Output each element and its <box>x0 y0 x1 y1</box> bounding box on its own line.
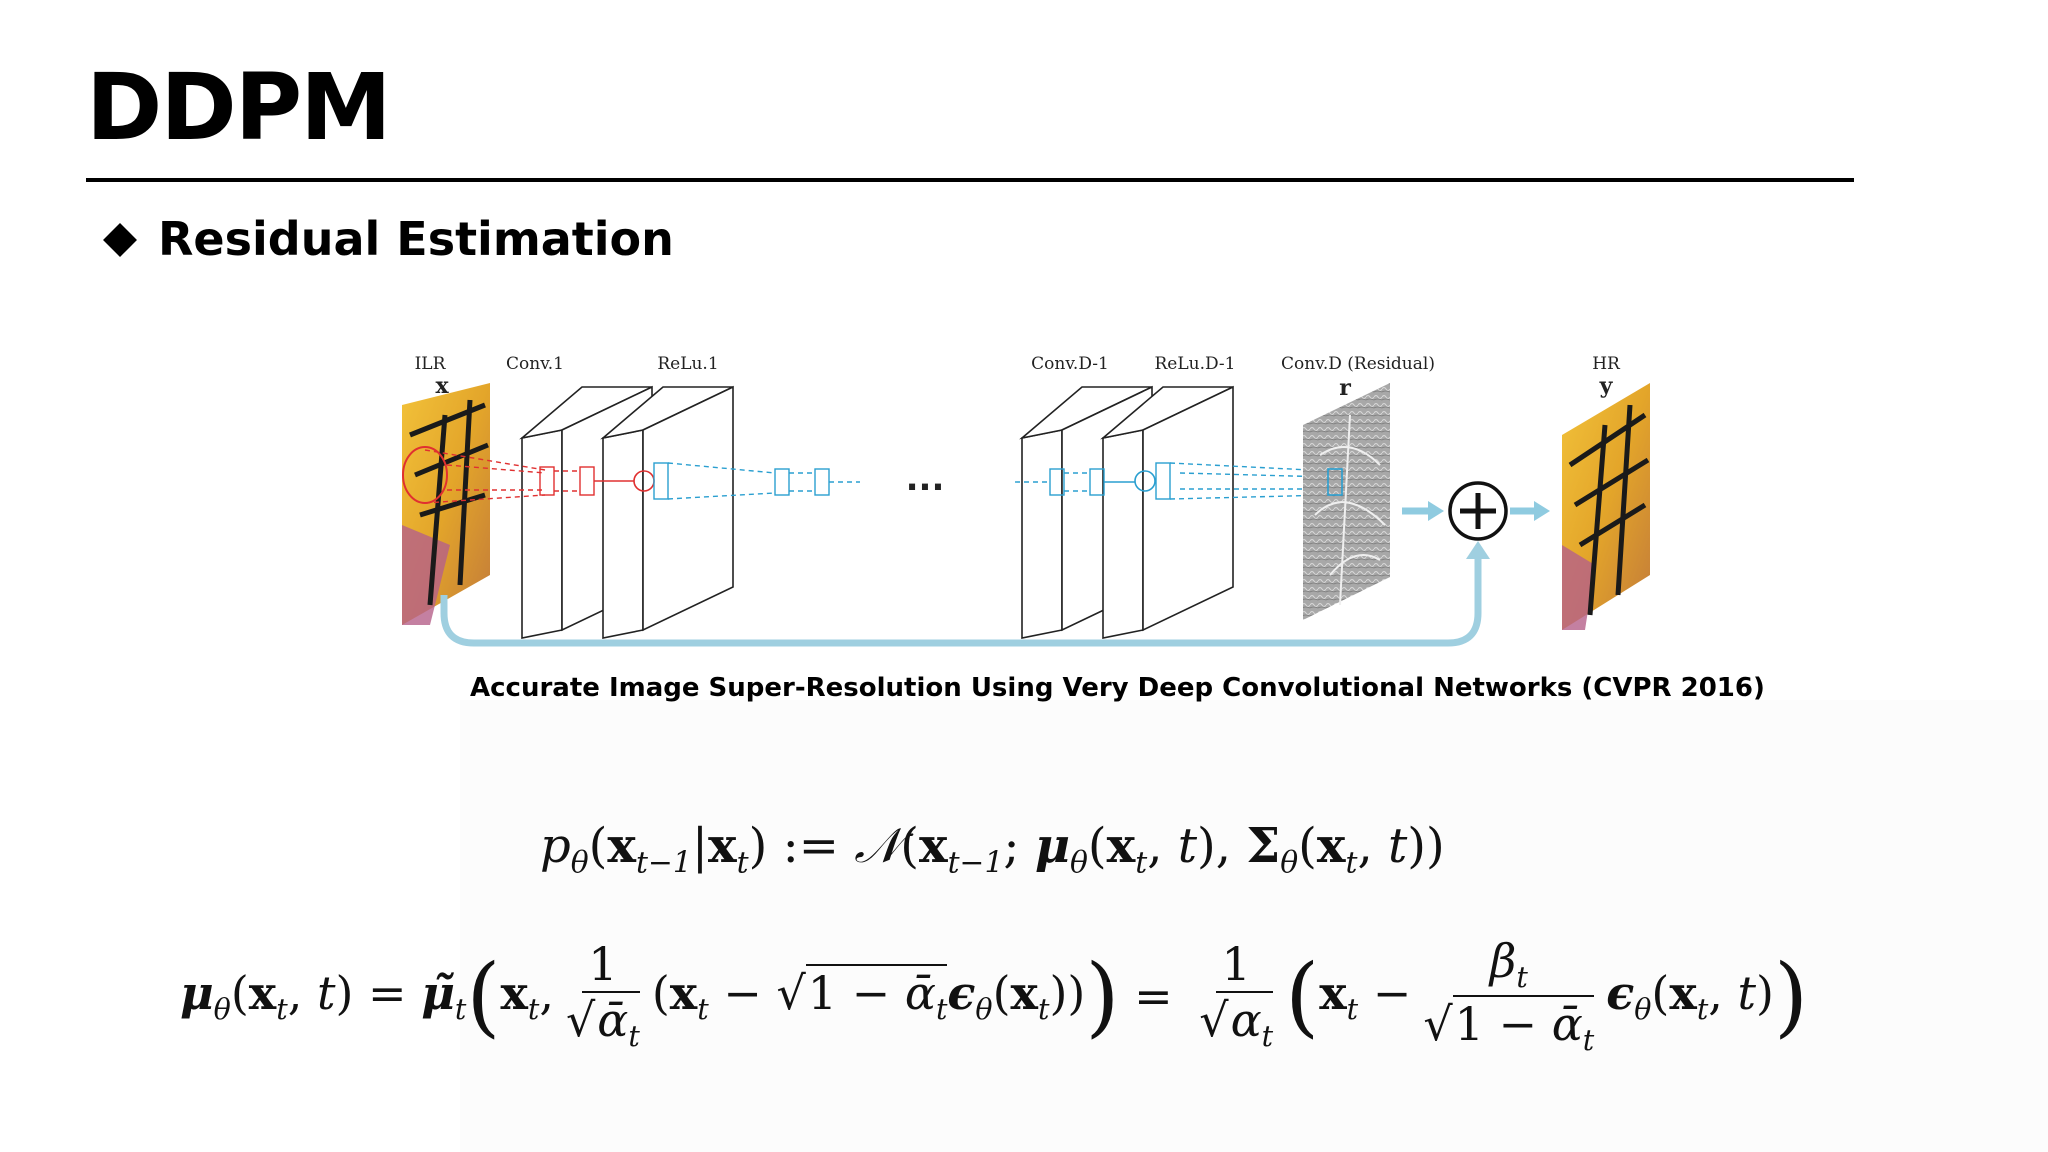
label-ilr: ILR <box>415 354 447 374</box>
relu1-feature-projection <box>653 462 860 500</box>
label-var-r: r <box>1339 375 1351 401</box>
relud1-activation-node <box>1134 470 1156 492</box>
figure-caption: Accurate Image Super-Resolution Using Ve… <box>470 673 1765 703</box>
section-heading: Residual Estimation <box>158 212 674 266</box>
residual-image <box>1303 383 1390 620</box>
formula-background-panel <box>460 700 2048 1152</box>
relu1-layer <box>600 385 734 639</box>
label-relu1: ReLu.1 <box>657 354 718 374</box>
equation-mean-parameterization: μθ(xt, t) = μ̃t ( xt, 1√ᾱt (xt − √1 − ᾱt… <box>180 934 1809 1057</box>
conv1-receptive-field <box>424 449 595 504</box>
diamond-bullet-icon <box>103 223 137 257</box>
residual-to-sum-arrow <box>1402 501 1444 521</box>
input-image-ilr <box>402 383 490 625</box>
layers-ellipsis: ... <box>906 459 945 499</box>
slide-title: DDPM <box>86 54 392 161</box>
skip-connection-arrow <box>440 541 1490 647</box>
vdsr-network-diagram: ILR x Conv.1 ReLu.1 Conv.D-1 ReLu.D-1 Co… <box>402 354 1650 647</box>
sum-node <box>1448 481 1508 541</box>
sum-to-output-arrow <box>1510 501 1550 521</box>
label-convd-residual: Conv.D (Residual) <box>1281 354 1435 374</box>
relud1-layer <box>1100 385 1234 639</box>
equation-reverse-process: pθ(xt−1|xt) := 𝒩(xt−1; μθ(xt, t), Σθ(xt,… <box>540 818 1445 881</box>
label-convd1: Conv.D-1 <box>1031 354 1109 374</box>
label-var-y: y <box>1599 373 1614 399</box>
label-hr: HR <box>1592 354 1621 374</box>
title-divider <box>86 178 1854 182</box>
convd1-feature-projection <box>1015 462 1331 500</box>
label-conv1: Conv.1 <box>506 354 564 374</box>
label-var-x: x <box>435 373 449 399</box>
output-image-hr <box>1562 383 1650 630</box>
label-relud1: ReLu.D-1 <box>1154 354 1235 374</box>
